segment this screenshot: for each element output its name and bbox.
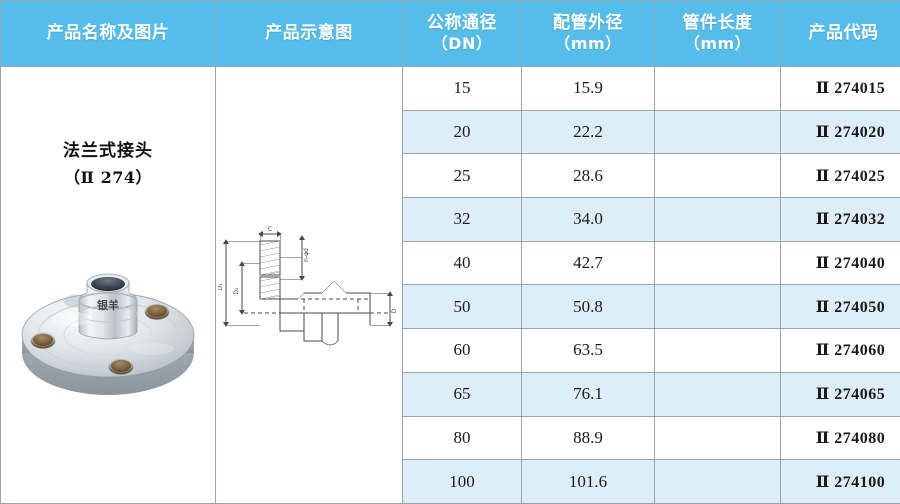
dimension-label-holes: n-φd bbox=[303, 248, 310, 262]
cell-product-code: Ⅱ 274020 bbox=[781, 110, 900, 154]
cell-product-code: Ⅱ 274015 bbox=[781, 67, 900, 111]
cell-nominal-diameter: 80 bbox=[403, 416, 522, 460]
cell-nominal-diameter: 40 bbox=[403, 241, 522, 285]
cell-pipe-outer-diameter: 76.1 bbox=[522, 372, 655, 416]
flange-cross-section-drawing: D₁ D₂ C n-φd D bbox=[218, 221, 400, 349]
header-label-line1: 公称通径 bbox=[403, 13, 521, 34]
cell-fitting-length bbox=[655, 67, 781, 111]
cell-pipe-outer-diameter: 101.6 bbox=[522, 460, 655, 504]
cell-nominal-diameter: 65 bbox=[403, 372, 522, 416]
cell-nominal-diameter: 32 bbox=[403, 198, 522, 242]
cell-product-code: Ⅱ 274050 bbox=[781, 285, 900, 329]
product-title: 法兰式接头 bbox=[1, 139, 215, 164]
cell-fitting-length bbox=[655, 372, 781, 416]
cell-nominal-diameter: 60 bbox=[403, 329, 522, 373]
cell-nominal-diameter: 20 bbox=[403, 110, 522, 154]
cell-pipe-outer-diameter: 42.7 bbox=[522, 241, 655, 285]
header-row: 产品名称及图片 产品示意图 公称通径 （DN） 配管外径 （mm） 管件长度 （… bbox=[1, 1, 900, 67]
col-header-fitting-length: 管件长度 （mm） bbox=[655, 1, 781, 67]
technical-drawing: D₁ D₂ C n-φd D bbox=[218, 221, 400, 349]
cell-nominal-diameter: 50 bbox=[403, 285, 522, 329]
cell-pipe-outer-diameter: 50.8 bbox=[522, 285, 655, 329]
table-header: 产品名称及图片 产品示意图 公称通径 （DN） 配管外径 （mm） 管件长度 （… bbox=[1, 1, 900, 67]
header-label-line1: 产品代码 bbox=[781, 23, 900, 44]
cell-fitting-length bbox=[655, 154, 781, 198]
dimension-label-d: D bbox=[391, 308, 398, 313]
brand-text: 银羊 bbox=[97, 298, 119, 312]
cell-fitting-length bbox=[655, 198, 781, 242]
col-header-product-code: 产品代码 bbox=[781, 1, 900, 67]
header-label-line1: 管件长度 bbox=[655, 13, 780, 34]
header-label-line1: 产品示意图 bbox=[216, 23, 402, 44]
cell-pipe-outer-diameter: 34.0 bbox=[522, 198, 655, 242]
cell-product-code: Ⅱ 274032 bbox=[781, 198, 900, 242]
cell-pipe-outer-diameter: 22.2 bbox=[522, 110, 655, 154]
cell-fitting-length bbox=[655, 329, 781, 373]
cell-product-code: Ⅱ 274025 bbox=[781, 154, 900, 198]
cell-pipe-outer-diameter: 15.9 bbox=[522, 67, 655, 111]
col-header-nominal-diameter: 公称通径 （DN） bbox=[403, 1, 522, 67]
col-header-pipe-outer-diameter: 配管外径 （mm） bbox=[522, 1, 655, 67]
header-label-line1: 产品名称及图片 bbox=[1, 23, 215, 44]
col-header-product-diagram: 产品示意图 bbox=[216, 1, 403, 67]
cell-fitting-length bbox=[655, 285, 781, 329]
dimension-label-d1: D₁ bbox=[218, 283, 224, 291]
cell-pipe-outer-diameter: 63.5 bbox=[522, 329, 655, 373]
col-header-product-name-photo: 产品名称及图片 bbox=[1, 1, 216, 67]
cell-pipe-outer-diameter: 88.9 bbox=[522, 416, 655, 460]
header-label-line2: （mm） bbox=[655, 34, 780, 54]
cell-fitting-length bbox=[655, 416, 781, 460]
flange-fitting-photo-graphic: 银羊 bbox=[17, 257, 199, 407]
cell-nominal-diameter: 100 bbox=[403, 460, 522, 504]
cell-product-code: Ⅱ 274065 bbox=[781, 372, 900, 416]
dimension-label-d2: D₂ bbox=[233, 287, 240, 295]
header-label-line1: 配管外径 bbox=[522, 13, 654, 34]
cell-fitting-length bbox=[655, 241, 781, 285]
cell-fitting-length bbox=[655, 110, 781, 154]
cell-product-code: Ⅱ 274100 bbox=[781, 460, 900, 504]
product-photo: 银羊 bbox=[17, 257, 199, 407]
product-name-photo-cell: 法兰式接头 （Ⅱ 274） bbox=[1, 67, 216, 504]
product-diagram-cell: D₁ D₂ C n-φd D bbox=[216, 67, 403, 504]
cell-fitting-length bbox=[655, 460, 781, 504]
dimension-label-c: C bbox=[268, 226, 272, 233]
cell-product-code: Ⅱ 274040 bbox=[781, 241, 900, 285]
cell-product-code: Ⅱ 274060 bbox=[781, 329, 900, 373]
cell-nominal-diameter: 25 bbox=[403, 154, 522, 198]
table-row: 法兰式接头 （Ⅱ 274） bbox=[1, 67, 900, 111]
table-body: 法兰式接头 （Ⅱ 274） bbox=[1, 67, 900, 504]
cell-pipe-outer-diameter: 28.6 bbox=[522, 154, 655, 198]
header-label-line2: （DN） bbox=[403, 34, 521, 54]
header-label-line2: （mm） bbox=[522, 34, 654, 54]
product-subtitle: （Ⅱ 274） bbox=[1, 164, 215, 188]
cell-nominal-diameter: 15 bbox=[403, 67, 522, 111]
cell-product-code: Ⅱ 274080 bbox=[781, 416, 900, 460]
